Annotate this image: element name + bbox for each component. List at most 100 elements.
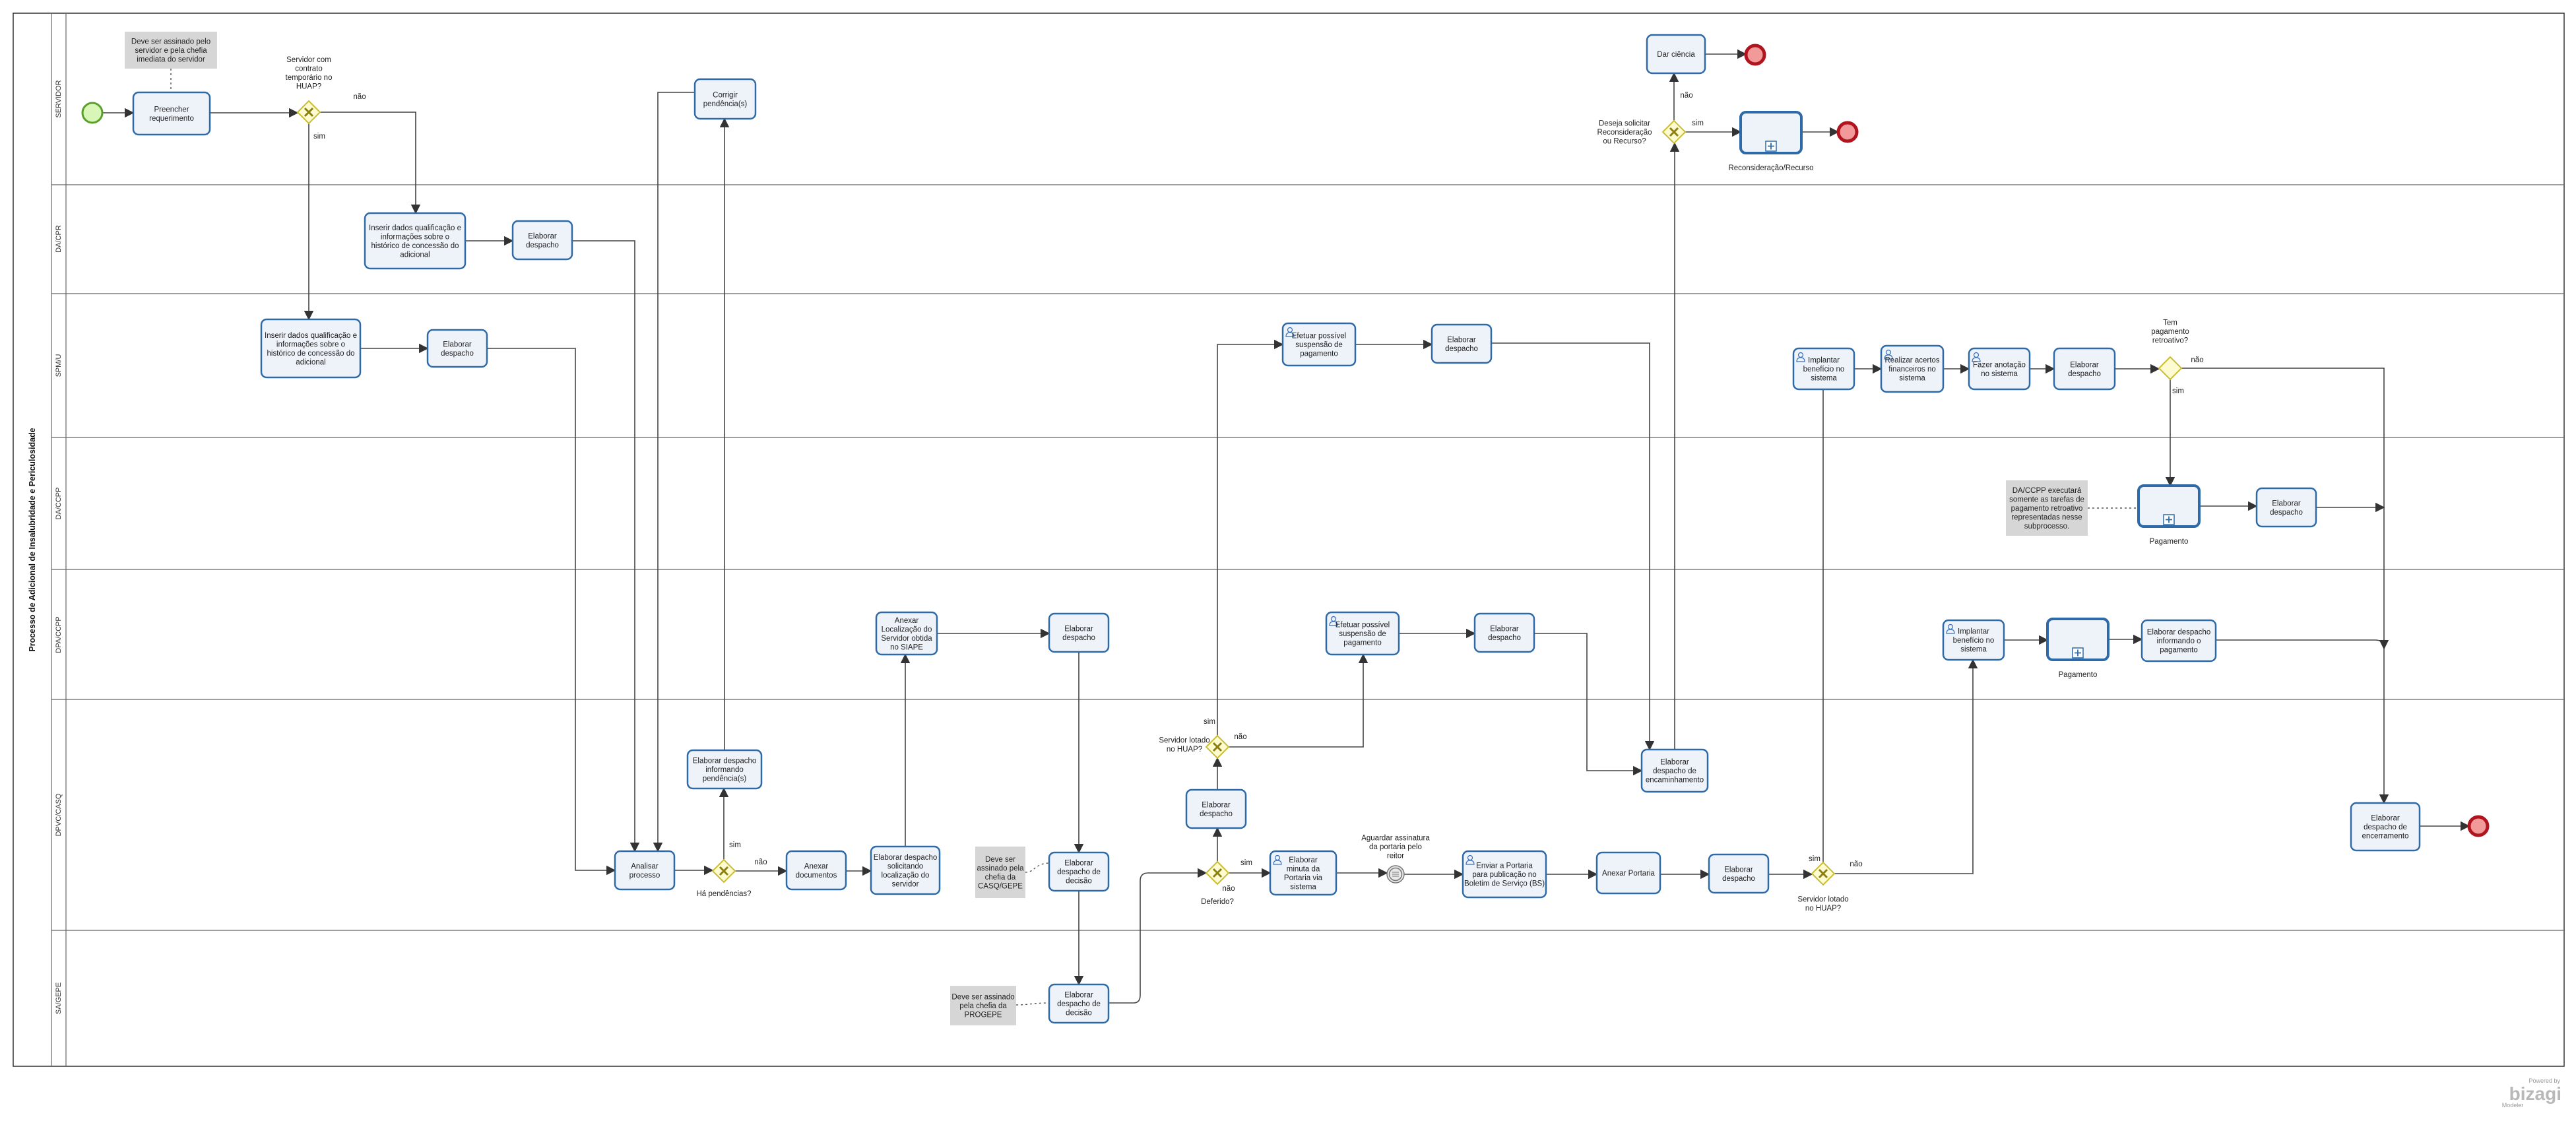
- bizagi-logo: bizagi: [2509, 1083, 2561, 1104]
- end-event[interactable]: [1836, 121, 1859, 143]
- timer-icon: [1392, 872, 1399, 877]
- association-line: [1025, 862, 1050, 873]
- user-task-icon: [1465, 854, 1475, 865]
- sequence-flow: [1217, 339, 1284, 736]
- sequence-flow: [572, 240, 640, 852]
- flow-label-yes: sim: [729, 841, 741, 849]
- expand-icon: [2163, 514, 2175, 525]
- exclusive-x-icon: [304, 107, 314, 117]
- flow-label-no: não: [2191, 356, 2203, 364]
- task-anexar-portaria[interactable]: Anexar Portaria: [1595, 851, 1661, 895]
- sequence-flow: [1834, 659, 1978, 874]
- flow-label-yes: sim: [2172, 387, 2184, 395]
- task-label: Dar ciência: [1657, 51, 1695, 59]
- lane-label-daccpp: DA/CCPP: [55, 488, 63, 520]
- sequence-flow: [1229, 653, 1368, 748]
- end-event[interactable]: [2467, 815, 2490, 837]
- flow-label-no: não: [353, 93, 366, 101]
- user-task-icon: [1329, 616, 1338, 626]
- end-event[interactable]: [1744, 44, 1766, 66]
- task-label: Anexar Portaria: [1602, 870, 1656, 878]
- flow-label-yes: sim: [1240, 859, 1252, 867]
- sequence-flow: [653, 92, 695, 852]
- exclusive-x-icon: [719, 866, 729, 876]
- user-task-icon: [1285, 327, 1295, 337]
- associations: [170, 69, 2139, 1006]
- sequence-flow: [2216, 639, 2389, 650]
- flow-label-yes: sim: [313, 133, 325, 141]
- exclusive-x-icon: [1669, 127, 1679, 137]
- expand-icon: [2072, 647, 2084, 659]
- task-dar-ciencia[interactable]: Dar ciência: [1646, 34, 1706, 75]
- flow-labels: nãosimsimnãonãosimsimnãosimnãosimnãonãos…: [313, 92, 2204, 893]
- flow-label-no: não: [1680, 92, 1692, 100]
- gateway-g3[interactable]: Deferido?: [1201, 860, 1234, 906]
- lane-label-dpaccpp: DPA/CCPP: [55, 616, 63, 653]
- user-task-icon: [1273, 854, 1282, 865]
- subprocess-pag2[interactable]: Pagamento: [2046, 618, 2109, 679]
- subprocess-pag1[interactable]: Pagamento: [2137, 484, 2201, 546]
- flow-label-yes: sim: [1809, 855, 1820, 863]
- gateway-g2[interactable]: Há pendências?: [696, 858, 752, 898]
- start-event[interactable]: [81, 102, 104, 124]
- sequence-flow: [1109, 868, 1208, 1004]
- user-task-icon: [1796, 352, 1805, 362]
- user-task-icon: [1972, 352, 1981, 362]
- subprocess-label: Reconsideração/Recurso: [1728, 164, 1813, 172]
- flow-label-no: não: [1234, 733, 1246, 741]
- subprocess-recon[interactable]: Reconsideração/Recurso: [1728, 111, 1814, 172]
